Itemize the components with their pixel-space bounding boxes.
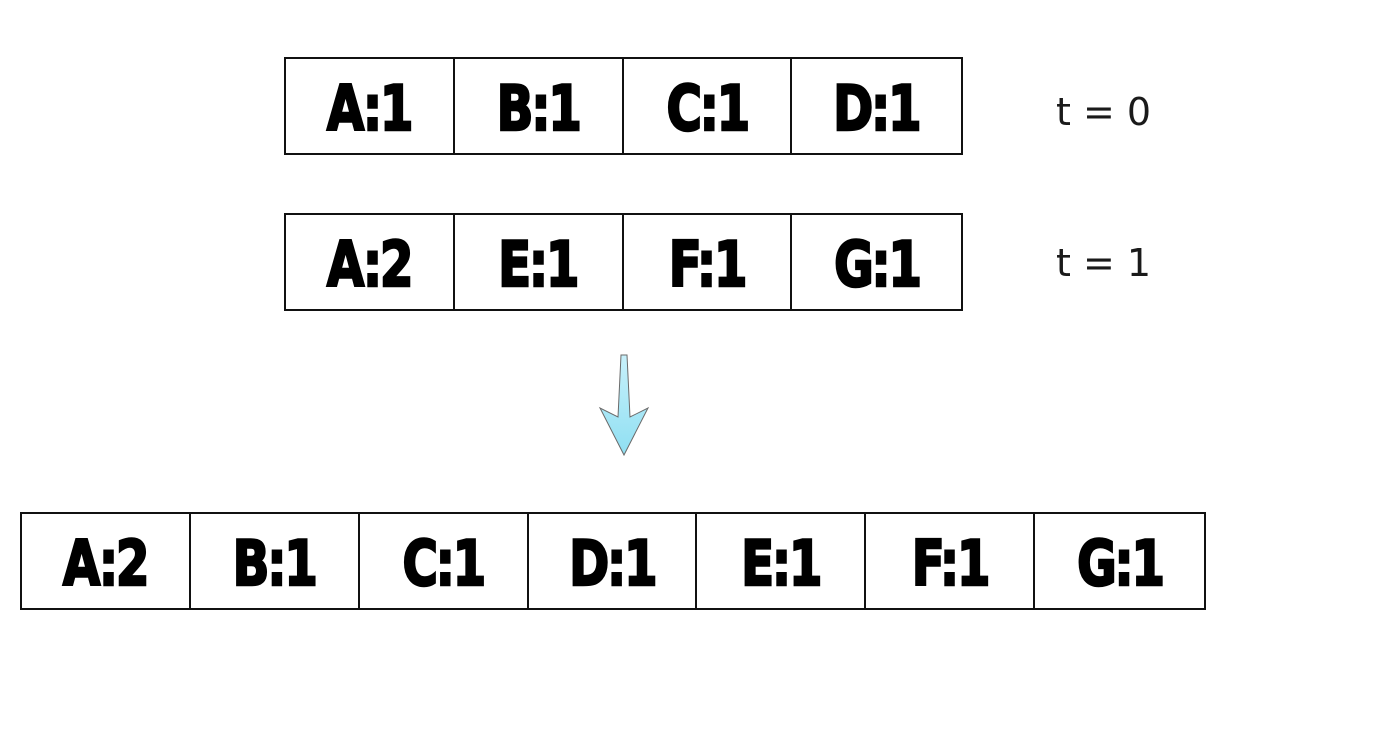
cell-label: F:1 [911, 527, 992, 600]
cell-label: E:1 [498, 228, 581, 301]
row-t1: A:2 E:1 F:1 G:1 [284, 213, 963, 311]
cell: E:1 [455, 215, 624, 309]
cell-label: A:1 [326, 72, 415, 145]
down-arrow-icon [598, 354, 650, 457]
cell-label: D:1 [568, 527, 658, 600]
cell: G:1 [792, 215, 961, 309]
cell-label: C:1 [401, 527, 487, 600]
cell: C:1 [624, 59, 793, 153]
cell-label: G:1 [1076, 527, 1166, 600]
cell-label: C:1 [665, 72, 751, 145]
cell-label: E:1 [740, 527, 823, 600]
cell: D:1 [792, 59, 961, 153]
cell-label: F:1 [668, 228, 749, 301]
cell-label: D:1 [833, 72, 923, 145]
cell: D:1 [529, 514, 698, 608]
row-t0: A:1 B:1 C:1 D:1 [284, 57, 963, 155]
cell: A:2 [286, 215, 455, 309]
cell: G:1 [1035, 514, 1204, 608]
cell: A:2 [22, 514, 191, 608]
cell: B:1 [191, 514, 360, 608]
cell: C:1 [360, 514, 529, 608]
cell-label: B:1 [496, 72, 583, 145]
time-label-t1: t = 1 [1056, 241, 1152, 285]
cell: F:1 [624, 215, 793, 309]
cell: F:1 [866, 514, 1036, 608]
cell-label: G:1 [833, 228, 923, 301]
cell: A:1 [286, 59, 455, 153]
cell-label: A:2 [62, 527, 151, 600]
row-merged: A:2 B:1 C:1 D:1 E:1 F:1 G:1 [20, 512, 1206, 610]
time-label-t0: t = 0 [1056, 90, 1152, 134]
cell: E:1 [697, 514, 867, 608]
cell: B:1 [455, 59, 624, 153]
cell-label: B:1 [232, 527, 319, 600]
cell-label: A:2 [326, 228, 415, 301]
